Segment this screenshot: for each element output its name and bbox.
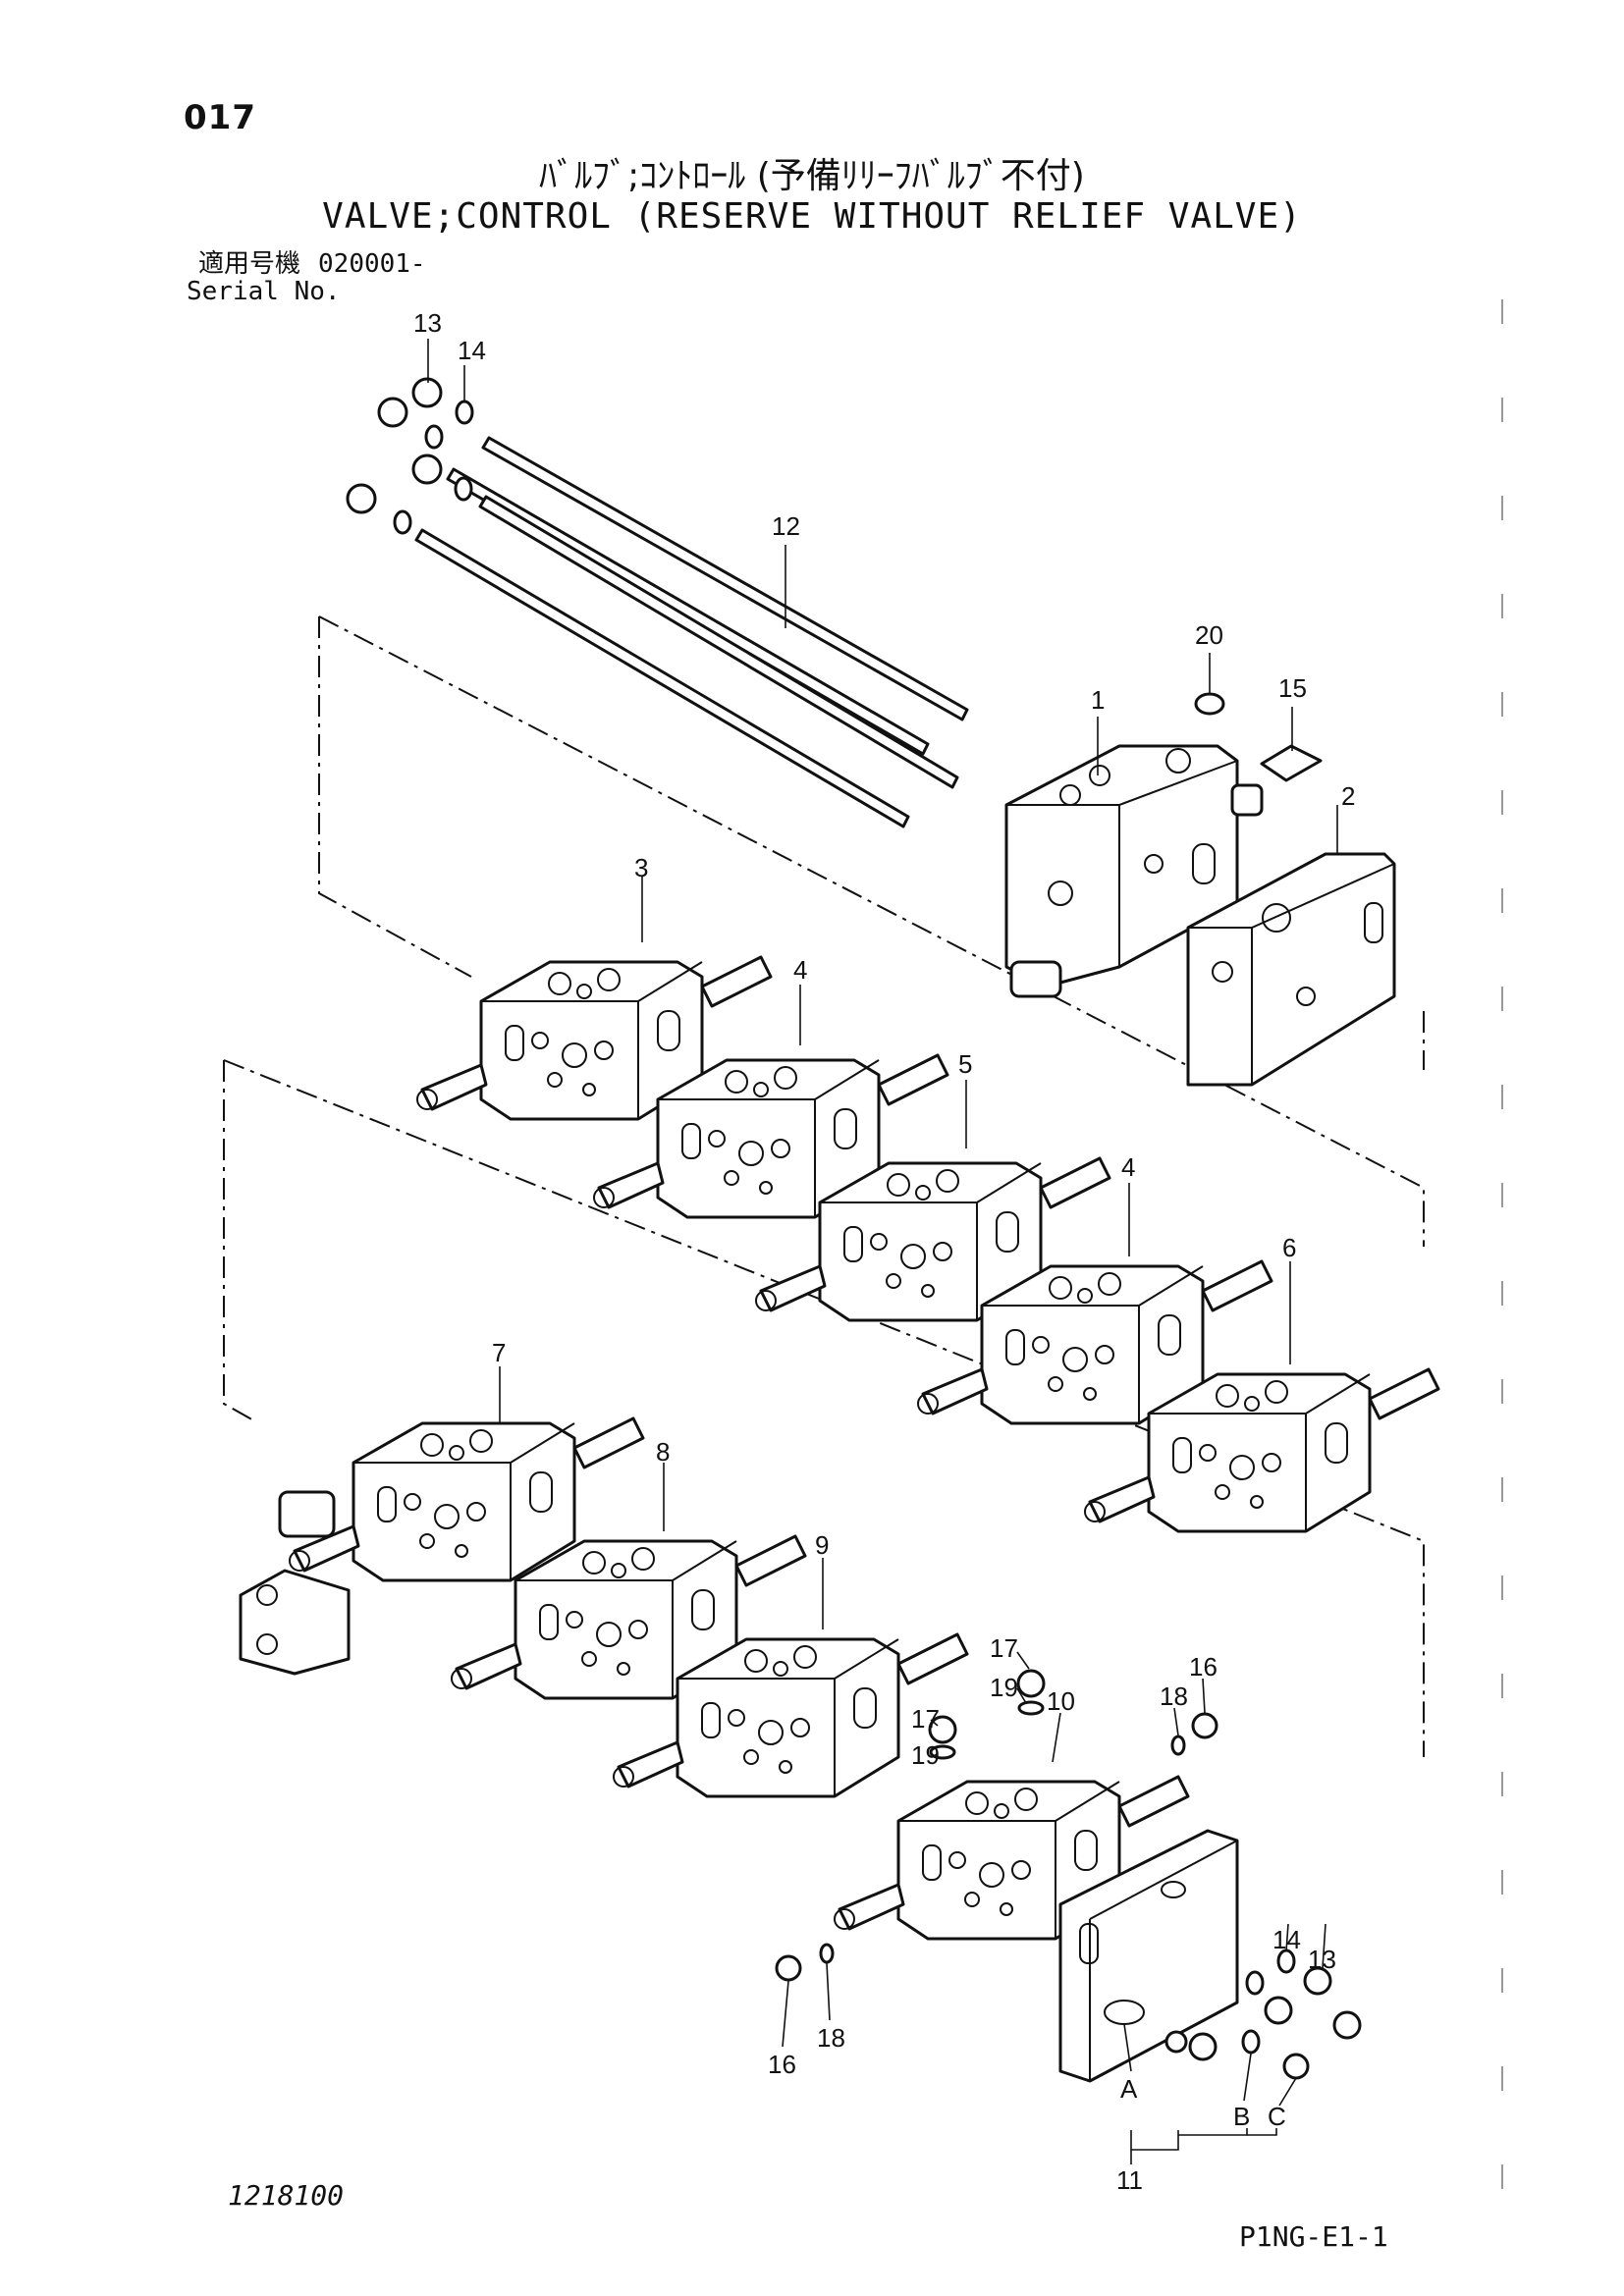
callout-15: 15 [1278,673,1307,703]
callout-13b: 13 [1308,1945,1336,1974]
callout-18a: 18 [1160,1682,1188,1711]
callout-6: 6 [1282,1233,1296,1262]
callout-3: 3 [634,853,648,882]
serial-label-en: Serial No. [187,277,341,306]
leader-lines [427,339,1338,2164]
callout-14: 14 [458,336,486,365]
tie-rods [414,436,969,828]
section-7-relief [239,1569,351,1676]
callout-20: 20 [1195,620,1223,650]
plate-part-20 [1194,692,1225,716]
callout-18b: 18 [817,2023,845,2053]
label-plate-part-15 [1260,744,1323,782]
fittings [775,1669,1362,2080]
callout-C: C [1268,2102,1286,2131]
callout-11: 11 [1116,2165,1143,2195]
serial-block: 適用号機 020001- Serial No. [187,250,426,305]
callout-12: 12 [772,511,800,541]
callout-1: 1 [1091,685,1105,715]
rod-nuts-top [346,377,474,535]
callout-A: A [1120,2074,1138,2104]
callout-10: 10 [1047,1686,1075,1716]
title-english: VALVE;CONTROL (RESERVE WITHOUT RELIEF VA… [322,196,1302,237]
callout-19b: 19 [911,1740,940,1770]
callout-5: 5 [958,1049,972,1079]
callout-4b: 4 [1121,1152,1135,1182]
callout-17a: 17 [990,1633,1018,1663]
callout-19a: 19 [990,1673,1018,1702]
callout-7: 7 [492,1338,506,1367]
callout-2: 2 [1341,781,1355,811]
end-plate-part-2 [1186,852,1396,1087]
title-japanese: ﾊﾞﾙﾌﾞ;ｺﾝﾄﾛｰﾙ (予備ﾘﾘｰﾌﾊﾞﾙﾌﾞ不付) [539,156,1085,196]
callout-4: 4 [793,955,807,985]
callout-14b: 14 [1272,1925,1301,1954]
callout-16b: 16 [768,2050,796,2079]
end-plate-part-11 [1058,1829,1239,2083]
page-code: P1NG-E1-1 [1239,2220,1388,2253]
serial-label-jp: 適用号機 [198,249,301,279]
callout-13: 13 [413,308,442,338]
callout-17b: 17 [911,1704,940,1734]
page-number: 017 [184,98,256,137]
drawing-number: 1218100 [228,2179,345,2212]
callout-labels: 13 14 12 20 1 15 2 3 4 5 4 6 7 8 9 17 19… [413,308,1355,2195]
callout-8: 8 [656,1437,670,1467]
serial-value: 020001- [318,249,426,279]
callout-16a: 16 [1189,1652,1218,1682]
callout-B: B [1233,2102,1250,2131]
callout-9: 9 [815,1530,829,1560]
